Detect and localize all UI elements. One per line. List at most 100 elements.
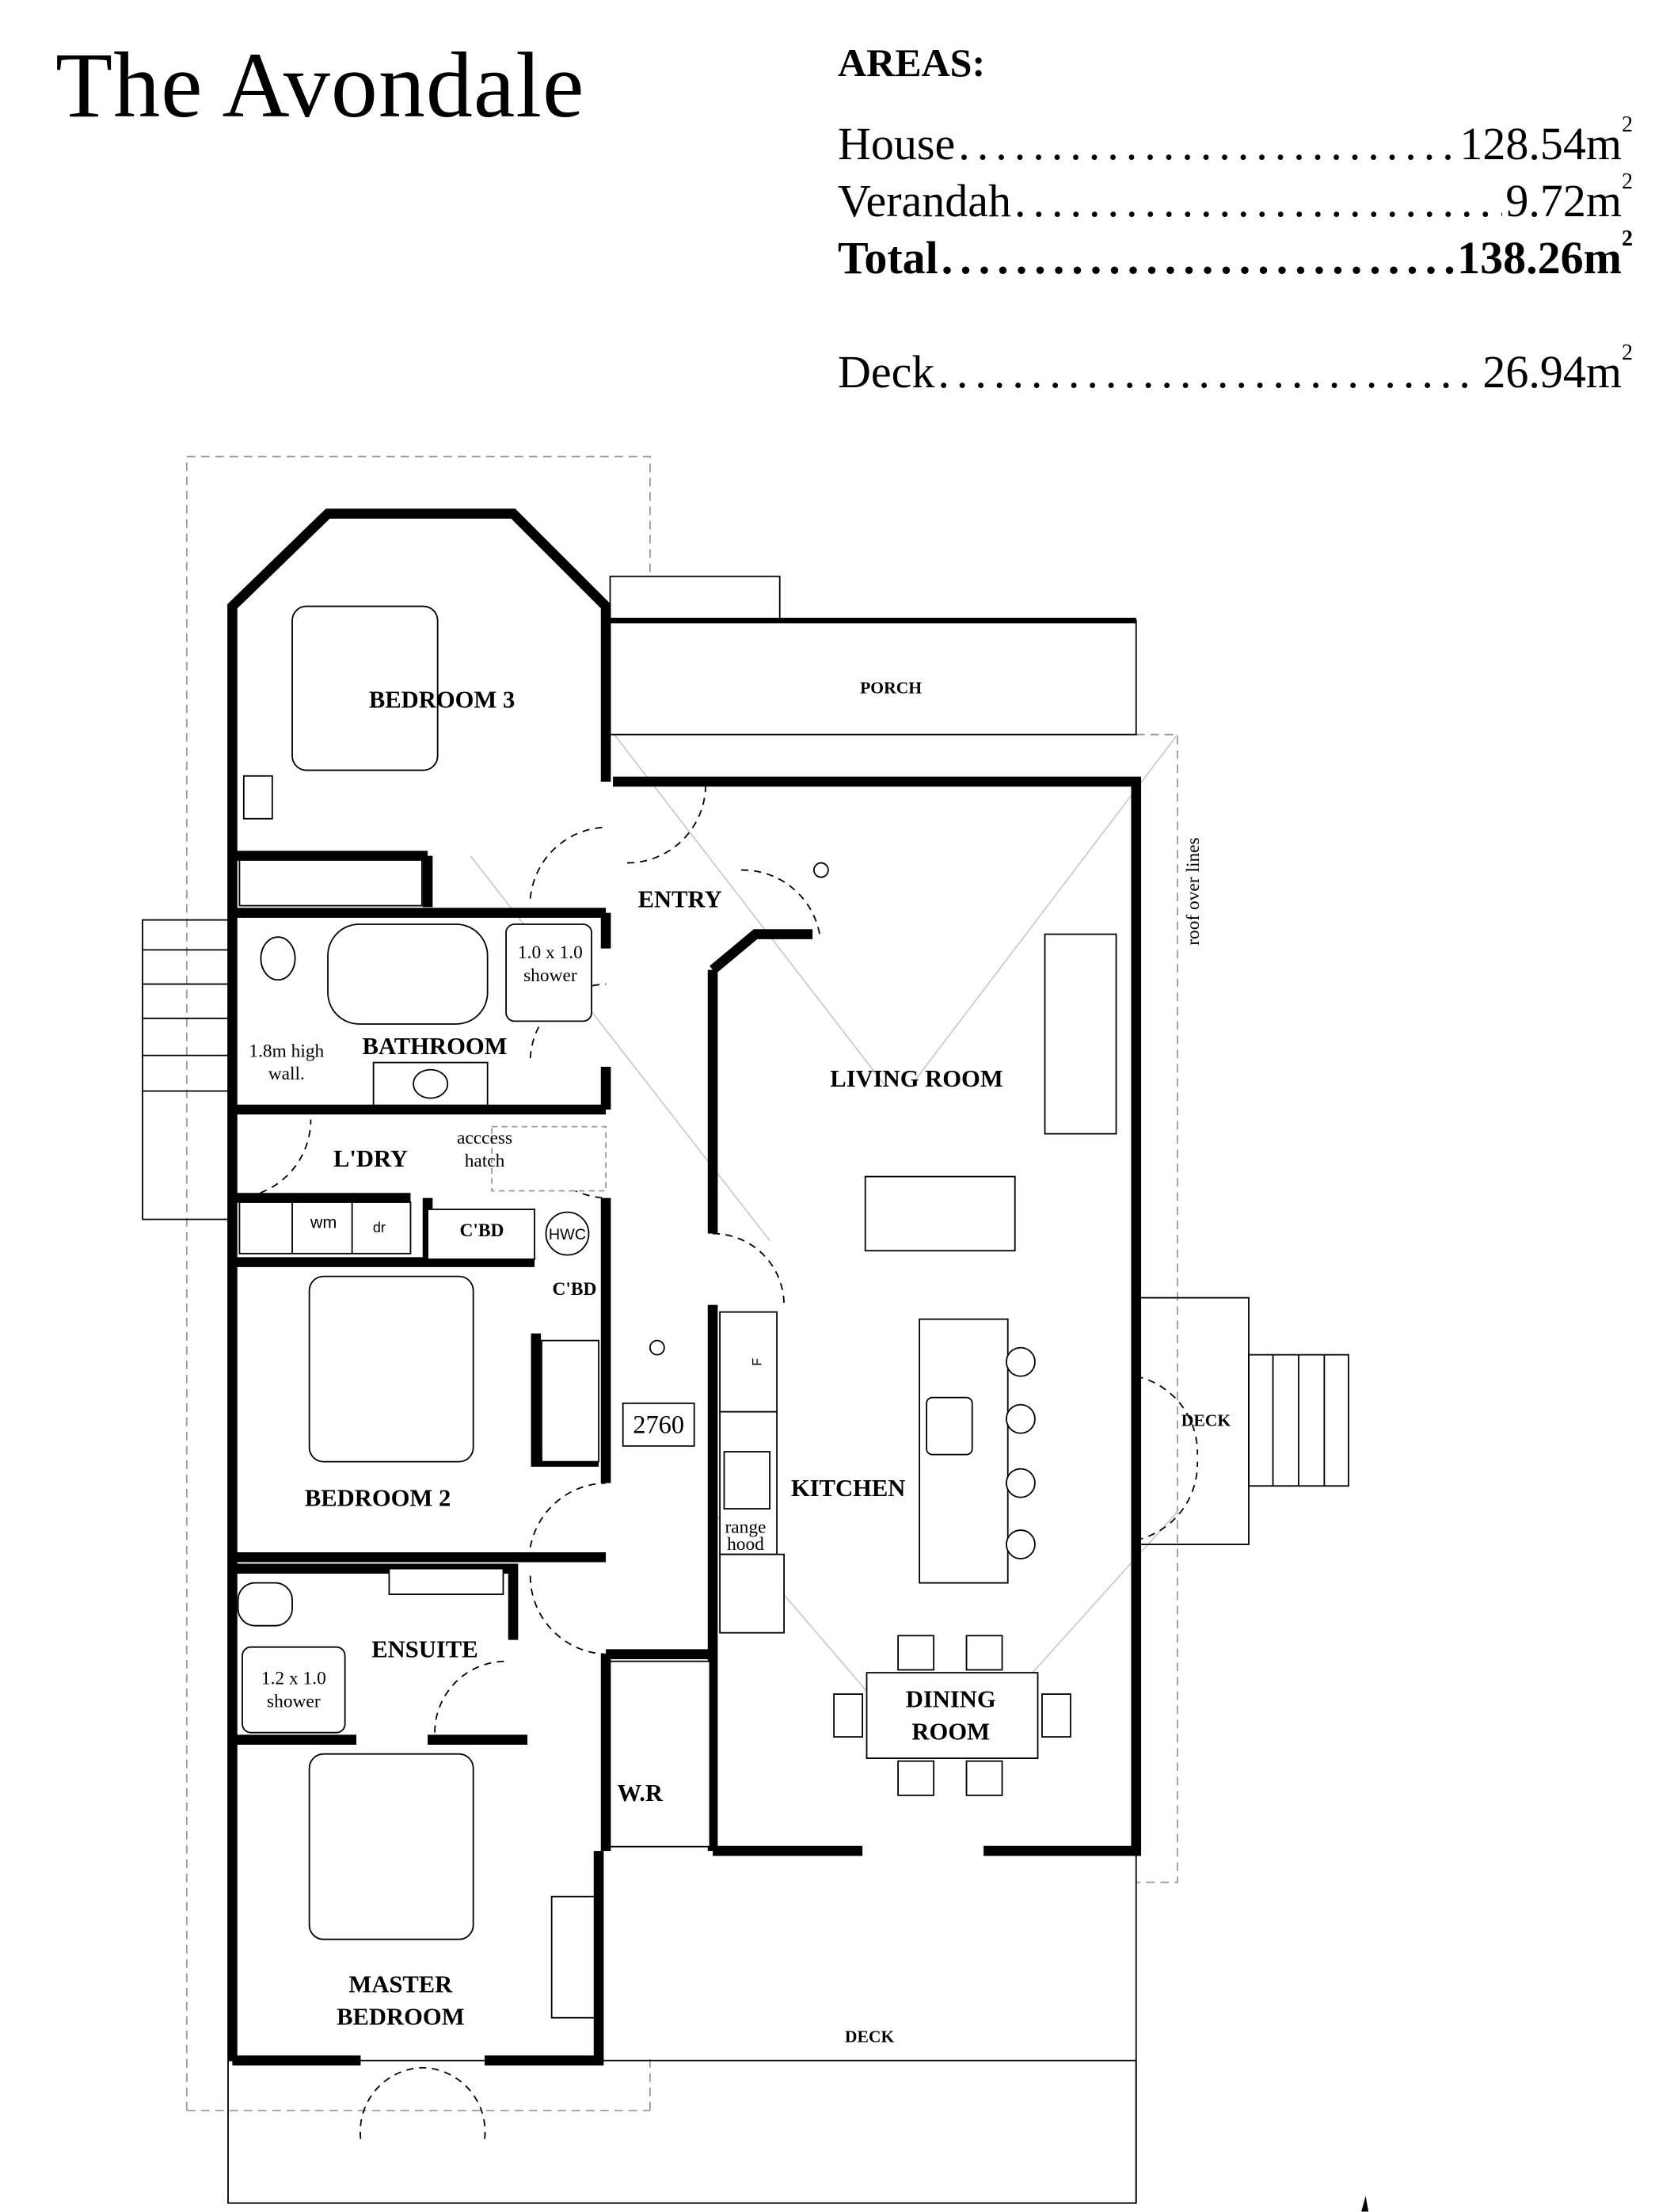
door-swing	[360, 2066, 486, 2139]
roof-note: roof over lines	[1183, 837, 1204, 945]
dining-table	[866, 1672, 1039, 1759]
bed-bedroom2	[308, 1275, 474, 1463]
roof-outline	[185, 455, 1178, 2111]
shower-note: shower	[267, 1691, 321, 1711]
wardrobe-bedroom3	[238, 859, 423, 907]
leader-dots: ........................................	[958, 118, 1456, 169]
room-label-kitchen: KITCHEN	[791, 1475, 905, 1502]
room-label-dining: DINING	[906, 1685, 996, 1712]
light-fitting	[812, 862, 829, 878]
room-label-cupboard: C'BD	[553, 1279, 597, 1300]
door-swing	[529, 1482, 607, 1548]
shower-note: 1.0 x 1.0	[518, 942, 583, 963]
chair	[897, 1760, 935, 1796]
range-hood	[719, 1553, 785, 1634]
stool	[1006, 1403, 1036, 1434]
laundry-bench	[238, 1201, 412, 1254]
chair	[833, 1693, 864, 1738]
stool	[1006, 1346, 1036, 1377]
north-arrow-icon	[1361, 2195, 1369, 2212]
area-row-house: House ..................................…	[838, 112, 1633, 174]
shower-1	[505, 923, 592, 1022]
ensuite-walls	[232, 1551, 607, 1745]
master-furniture	[550, 1895, 595, 2019]
bathroom-walls	[232, 908, 611, 1115]
access-hatch	[491, 1125, 607, 1192]
basin	[413, 1068, 449, 1099]
door-swing	[741, 869, 820, 935]
leader-dots: ........................................	[941, 232, 1454, 284]
walls	[227, 508, 1142, 2066]
range-hood-label: hood	[727, 1534, 764, 1555]
area-value: 26.94m2	[1482, 341, 1633, 398]
light-fitting	[649, 1339, 665, 1356]
fixtures	[237, 605, 1117, 2019]
hwc-label: HWC	[549, 1226, 586, 1243]
plan-title: The Avondale	[55, 33, 585, 137]
bed-bedroom3	[291, 605, 439, 771]
door-swing	[627, 784, 706, 864]
room-label-rear-deck: DECK	[845, 2027, 895, 2046]
room-label-walk-in-robe: W.R	[618, 1780, 664, 1807]
wall-note: wall.	[268, 1064, 305, 1084]
unit-superscript: 2	[1622, 112, 1633, 137]
exterior-wall-master	[232, 1851, 604, 2066]
door-swing	[529, 1575, 607, 1655]
fridge	[719, 1311, 778, 1413]
sofa-centre	[864, 1175, 1016, 1252]
door-swing	[713, 1232, 785, 1305]
porch-step	[609, 575, 781, 622]
area-row-deck: Deck ...................................…	[838, 341, 1633, 402]
bed-master	[308, 1753, 474, 1940]
room-label-master: BEDROOM	[337, 2004, 464, 2031]
unit-superscript: 2	[1622, 169, 1633, 194]
cooktop	[723, 1451, 770, 1510]
areas-table: AREAS: House ...........................…	[838, 40, 1633, 402]
bedroom3-bay-wall	[227, 508, 611, 2061]
door-swing	[529, 826, 607, 899]
room-label-master: MASTER	[348, 1970, 453, 1997]
area-row-total: Total ..................................…	[838, 227, 1633, 288]
stool	[1006, 1529, 1036, 1559]
room-labels: BEDROOM 3 PORCH ENTRY BATHROOM LIVING RO…	[249, 678, 1231, 2046]
door-swing	[234, 1119, 312, 1199]
wall-note: 1.8m high	[249, 1041, 324, 1061]
toilet-ensuite	[237, 1582, 293, 1627]
range-hood-label: range	[725, 1517, 767, 1538]
room-label-dining: ROOM	[911, 1719, 990, 1746]
room-label-side-deck: DECK	[1181, 1411, 1231, 1430]
sink	[926, 1396, 973, 1456]
room-label-entry: ENTRY	[638, 885, 722, 912]
leader-dots: ........................................	[1014, 175, 1502, 227]
shower-note: 1.2 x 1.0	[261, 1668, 326, 1689]
area-value-text: 9.72m	[1505, 175, 1622, 227]
ceiling-height-box	[622, 1402, 695, 1447]
area-value-text: 128.54m	[1459, 118, 1622, 169]
area-label: Verandah	[838, 175, 1012, 227]
door-swing	[1136, 1461, 1199, 1541]
exterior-wall-right	[613, 776, 1142, 1856]
area-label: Total	[838, 232, 938, 284]
hot-water-cylinder	[545, 1211, 590, 1256]
unit-superscript: 2	[1622, 227, 1633, 251]
unit-superscript: 2	[1622, 341, 1633, 365]
fridge-label: F	[750, 1358, 764, 1366]
room-label-living-room: LIVING ROOM	[830, 1065, 1003, 1092]
chair	[965, 1635, 1003, 1671]
areas-heading: AREAS:	[838, 40, 986, 85]
sofa-living	[1044, 933, 1117, 1135]
area-value: 128.54m2	[1459, 112, 1633, 170]
shower-note: shower	[523, 965, 577, 986]
living-wall	[600, 969, 718, 1852]
area-label: House	[838, 118, 956, 169]
area-label: Deck	[838, 346, 935, 398]
door-swing	[434, 1660, 507, 1733]
entry-wall	[710, 929, 813, 974]
bedside	[242, 775, 273, 820]
bathtub	[327, 923, 489, 1025]
toilet	[260, 936, 296, 981]
area-value: 138.26m2	[1457, 227, 1633, 284]
door-swing	[1136, 1375, 1199, 1455]
room-label-cupboard: C'BD	[460, 1220, 504, 1241]
